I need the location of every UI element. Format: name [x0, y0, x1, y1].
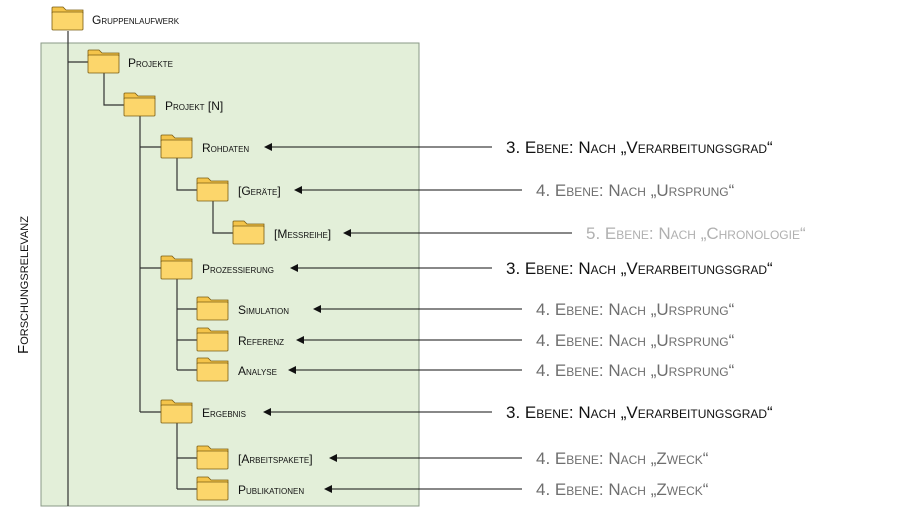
- folder-icon: [196, 445, 229, 453]
- rohdaten-folder[interactable]: [160, 134, 193, 159]
- simulation-label: Simulation: [238, 303, 289, 317]
- rohdaten-level-text: 3. Ebene: Nach „Verarbeitungsgrad“: [506, 138, 773, 157]
- ergebnis-label: Ergebnis: [202, 406, 246, 420]
- referenz-level-text: 4. Ebene: Nach „Ursprung“: [536, 331, 735, 350]
- folder-icon-body: [51, 11, 84, 31]
- folder-icon: [196, 177, 229, 185]
- research-relevance-panel: [40, 42, 420, 507]
- folder-icon: [196, 296, 229, 304]
- rohdaten-label: Rohdaten: [202, 141, 249, 155]
- connector-projekte-projekt-n: [103, 73, 124, 106]
- analyse-folder[interactable]: [196, 357, 229, 382]
- folder-icon-body: [196, 182, 229, 202]
- folder-icon-body: [232, 225, 265, 245]
- ergebnis-folder[interactable]: [160, 399, 193, 424]
- folder-icon-body: [196, 481, 229, 501]
- folder-icon: [87, 49, 120, 57]
- referenz-folder[interactable]: [196, 327, 229, 352]
- projekt-n-folder[interactable]: [123, 92, 156, 117]
- folder-icon: [160, 399, 193, 407]
- prozessierung-label: Prozessierung: [202, 262, 274, 276]
- connector-geraete-messreihe: [212, 201, 233, 234]
- folder-icon: [196, 357, 229, 365]
- simulation-folder[interactable]: [196, 296, 229, 321]
- referenz-label: Referenz: [238, 334, 284, 348]
- geraete-label: [Geräte]: [238, 184, 281, 198]
- analyse-label: Analyse: [238, 364, 277, 378]
- folder-icon: [160, 134, 193, 142]
- folder-icon-body: [160, 260, 193, 280]
- messreihe-label: [Messreihe]: [274, 227, 331, 241]
- folder-icon: [196, 476, 229, 484]
- projekte-label: Projekte: [128, 56, 173, 70]
- tree-connectors: [67, 31, 233, 506]
- prozessierung-level-text: 3. Ebene: Nach „Verarbeitungsgrad“: [506, 259, 773, 278]
- connector-rohdaten-geraete: [176, 158, 197, 191]
- simulation-level-text: 4. Ebene: Nach „Ursprung“: [536, 300, 735, 319]
- analyse-level-text: 4. Ebene: Nach „Ursprung“: [536, 361, 735, 380]
- folder-icon-body: [123, 97, 156, 117]
- level-annotations: 3. Ebene: Nach „Verarbeitungsgrad“ 4. Ebe…: [263, 138, 806, 499]
- folder-icon-body: [196, 332, 229, 352]
- folder-icon-body: [196, 362, 229, 382]
- arbeitspakete-folder[interactable]: [196, 445, 229, 470]
- folder-icon-body: [160, 404, 193, 424]
- prozessierung-folder[interactable]: [160, 255, 193, 280]
- folder-icon: [51, 6, 84, 14]
- folder-icon: [160, 255, 193, 263]
- research-relevance-label: Forschungsrelevanz: [15, 216, 32, 354]
- arbeitspakete-level-text: 4. Ebene: Nach „Zweck“: [536, 449, 709, 468]
- projekt-n-label: Projekt [N]: [165, 99, 223, 113]
- folder-icon-body: [160, 139, 193, 159]
- folder-icon-body: [196, 450, 229, 470]
- root-label: Gruppenlaufwerk: [92, 13, 180, 27]
- publikationen-label: Publikationen: [238, 483, 304, 497]
- geraete-folder[interactable]: [196, 177, 229, 202]
- folder-icon-body: [196, 301, 229, 321]
- arbeitspakete-label: [Arbeitspakete]: [238, 452, 313, 466]
- root-folder[interactable]: [51, 6, 84, 31]
- folder-icon: [123, 92, 156, 100]
- messreihe-folder[interactable]: [232, 220, 265, 245]
- ergebnis-level-text: 3. Ebene: Nach „Verarbeitungsgrad“: [506, 403, 773, 422]
- publikationen-folder[interactable]: [196, 476, 229, 501]
- folder-icon: [232, 220, 265, 228]
- publikationen-level-text: 4. Ebene: Nach „Zweck“: [536, 480, 709, 499]
- projekte-folder[interactable]: [87, 49, 120, 74]
- folder-icon: [196, 327, 229, 335]
- geraete-level-text: 4. Ebene: Nach „Ursprung“: [536, 181, 735, 200]
- folder-icon-body: [87, 54, 120, 74]
- messreihe-level-text: 5. Ebene: Nach „Chronologie“: [586, 224, 806, 243]
